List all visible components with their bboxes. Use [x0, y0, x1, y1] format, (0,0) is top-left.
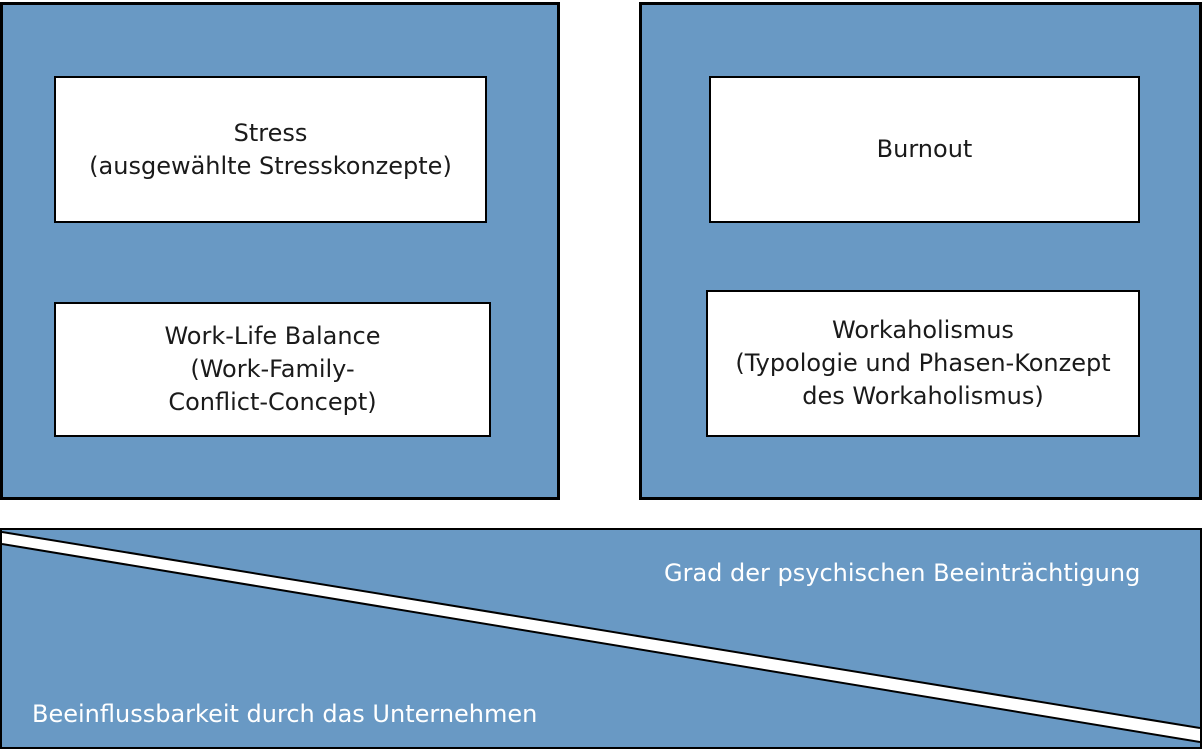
diagonal-white-band — [2, 532, 1200, 742]
stress-box: Stress (ausgewählte Stresskonzepte) — [54, 76, 487, 223]
degree-of-impairment-label: Grad der psychischen Beeinträchtigung — [664, 559, 1141, 587]
diagonal-split-graphic — [2, 530, 1200, 747]
burnout-box: Burnout — [709, 76, 1140, 223]
diagonal-line-upper — [2, 531, 1200, 729]
work-life-balance-box: Work-Life Balance (Work-Family- Conflict… — [54, 302, 491, 437]
company-influence-label: Beeinflussbarkeit durch das Unternehmen — [32, 700, 538, 728]
workaholismus-box: Workaholismus (Typologie und Phasen-Konz… — [706, 290, 1140, 437]
right-panel: Burnout Workaholismus (Typologie und Pha… — [639, 2, 1202, 500]
diagonal-line-lower — [2, 543, 1200, 743]
gradient-bar: Grad der psychischen Beeinträchtigung Be… — [0, 528, 1202, 749]
left-panel: Stress (ausgewählte Stresskonzepte) Work… — [0, 2, 560, 500]
